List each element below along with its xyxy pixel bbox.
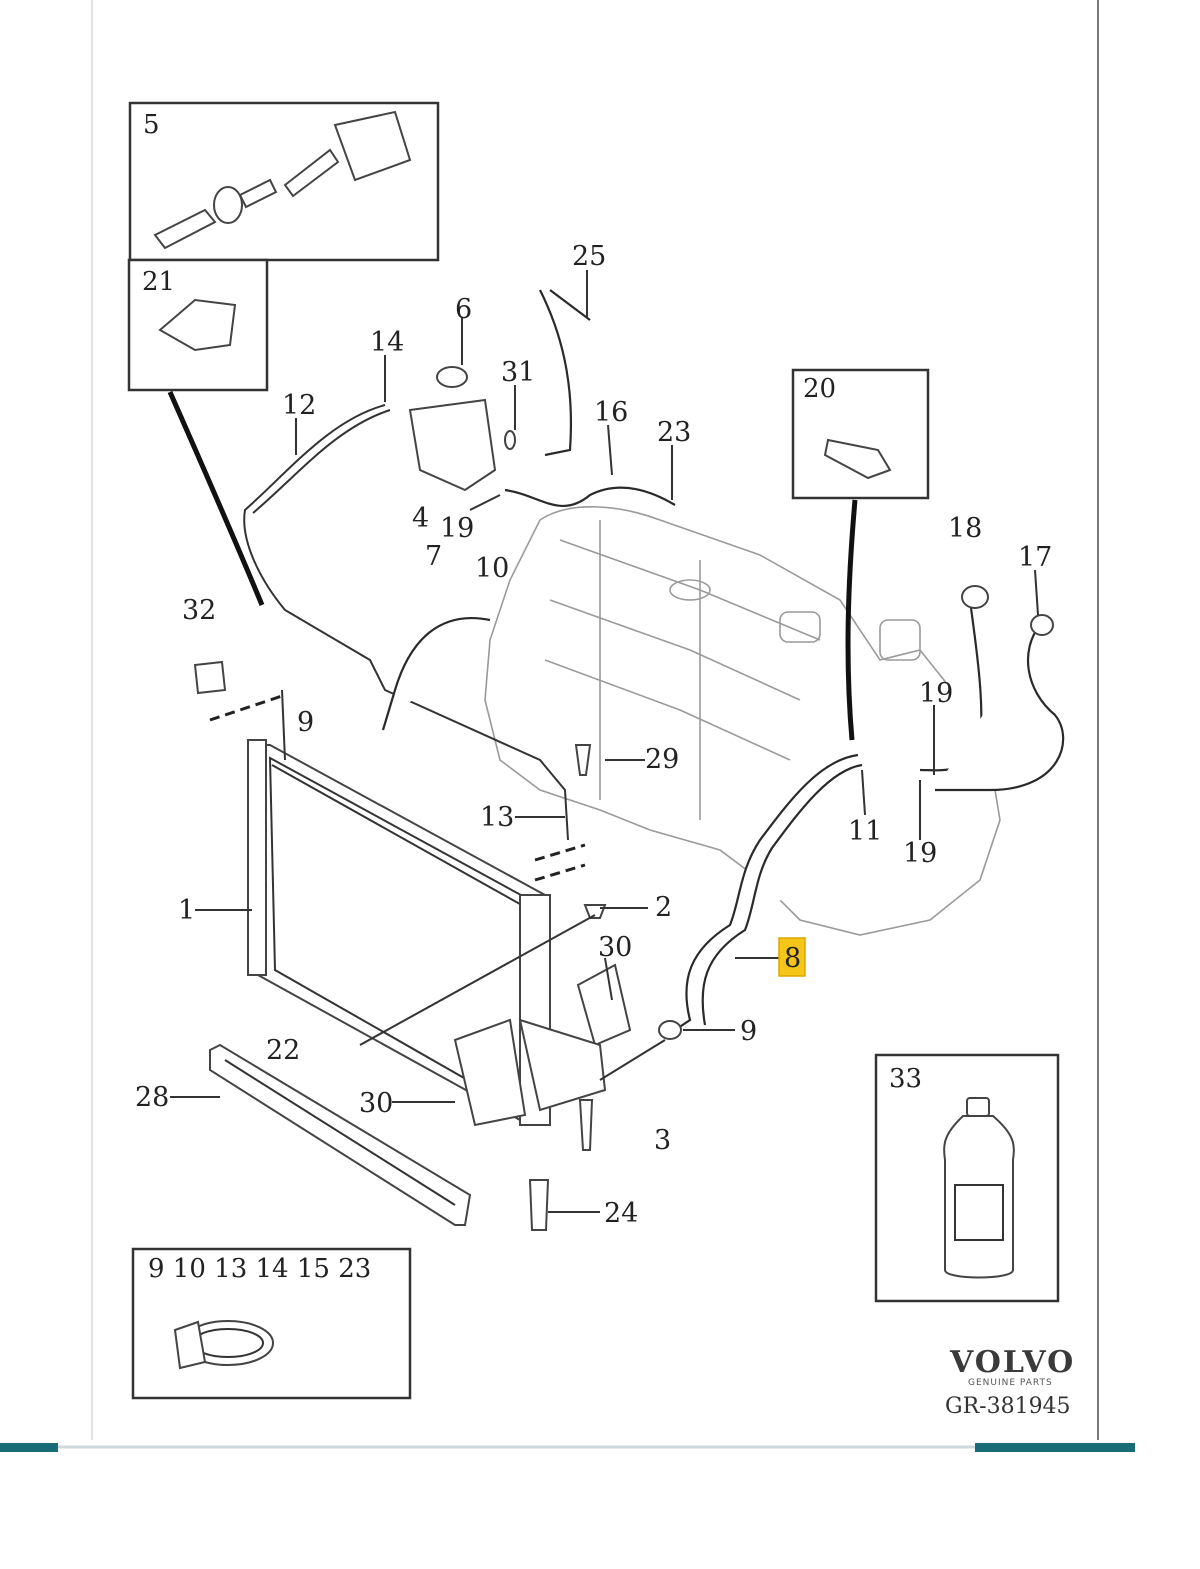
callout-21: 21 (142, 267, 175, 297)
footer-accent-right (975, 1443, 1135, 1452)
callout-18: 18 (948, 513, 982, 544)
bottom-strip-line (224, 1059, 456, 1206)
callout-9-top: 9 (297, 707, 314, 738)
clip-13-dash (534, 843, 586, 862)
callout-19-b: 19 (919, 678, 953, 709)
fan-motor-3 (518, 1018, 607, 1112)
callout-23: 23 (657, 417, 691, 448)
engine-outline (484, 506, 1001, 936)
detail-box-clamps (131, 1247, 412, 1400)
leader-lines (170, 270, 1039, 1213)
callout-19-c: 19 (903, 838, 937, 869)
leader-20 (845, 499, 858, 741)
sensor-part-20 (823, 438, 892, 480)
bolt-3 (578, 1099, 594, 1151)
callout-24: 24 (604, 1198, 638, 1229)
clip-part-21 (158, 298, 237, 352)
callout-19-a: 19 (440, 513, 474, 544)
callout-28: 28 (135, 1082, 169, 1113)
callout-3: 3 (654, 1125, 671, 1156)
hose-clamp (173, 1320, 274, 1370)
highlight-8 (778, 937, 806, 977)
callout-31: 31 (501, 357, 535, 388)
callout-9-bottom: 9 (740, 1016, 757, 1047)
bottom-strip-22 (209, 1043, 472, 1226)
callout-32: 32 (182, 595, 216, 626)
callout-33: 33 (889, 1064, 922, 1094)
callout-22: 22 (266, 1035, 300, 1066)
detail-box-20 (791, 368, 930, 500)
callout-30-bottom: 30 (359, 1088, 393, 1119)
callout-11: 11 (848, 816, 882, 847)
callout-labels: 1 2 3 4 6 7 8 9 9 10 11 12 13 14 16 17 1… (135, 241, 1052, 1229)
hose-8-end (658, 1020, 682, 1040)
coolant-bottle-33 (943, 1097, 1015, 1279)
hose-25-end (549, 289, 591, 321)
callout-1: 1 (178, 895, 195, 926)
hose-17 (935, 624, 1065, 792)
callout-4: 4 (412, 503, 429, 534)
bracket-30-left (453, 1018, 527, 1127)
callout-7: 7 (425, 541, 442, 572)
callout-14: 14 (370, 327, 404, 358)
volvo-logo: VOLVO (949, 1345, 1075, 1380)
clip-32 (193, 660, 227, 695)
hose-12-edge (252, 409, 391, 514)
bolt-29 (574, 744, 592, 776)
hose-12 (243, 404, 569, 841)
callout-30-top: 30 (598, 932, 632, 963)
footer-accent-left (0, 1443, 58, 1452)
callout-16: 16 (594, 397, 628, 428)
hose-25 (539, 289, 573, 457)
reference-code: GR-381945 (945, 1394, 1071, 1419)
expansion-tank (408, 366, 516, 492)
callout-13: 13 (480, 802, 514, 833)
hose-16 (504, 486, 676, 507)
callout-25: 25 (572, 241, 606, 272)
callout-10: 10 (475, 553, 509, 584)
leader-21 (167, 390, 265, 606)
callout-29: 29 (645, 744, 679, 775)
hose-8-edge (701, 763, 863, 1026)
hose-17-end (1030, 614, 1054, 636)
callout-5: 5 (143, 110, 160, 140)
callout-20: 20 (803, 374, 836, 404)
bracket-30-right (576, 963, 632, 1047)
volvo-logo-sub: GENUINE PARTS (968, 1378, 1053, 1388)
clip-13-dash-b (534, 863, 586, 882)
clamp-box-label: 9 10 13 14 15 23 (148, 1254, 371, 1284)
callout-2: 2 (655, 892, 672, 923)
callout-12: 12 (282, 390, 316, 421)
clip-9-dash (209, 693, 286, 722)
hose-10 (381, 617, 491, 731)
drain-plug-24 (528, 1179, 550, 1231)
callout-17: 17 (1018, 542, 1052, 573)
hose-18-end (961, 585, 989, 609)
connector-part-5 (153, 110, 412, 250)
callout-6: 6 (455, 294, 472, 325)
callout-8: 8 (784, 943, 801, 974)
